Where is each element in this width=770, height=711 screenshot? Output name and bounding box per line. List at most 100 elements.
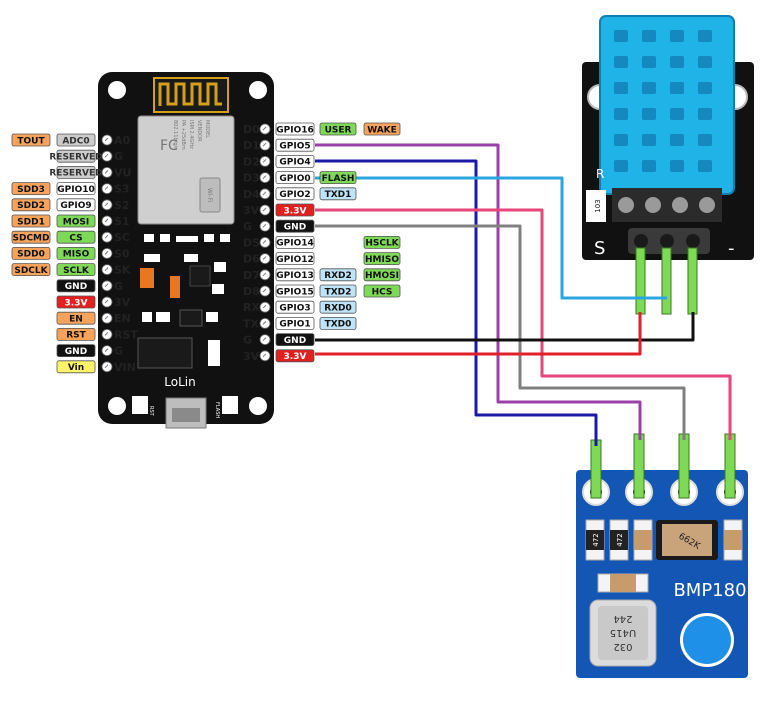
right-pin-name: G <box>243 220 252 233</box>
left-tag-inner-text: MISO <box>63 250 90 260</box>
left-tag-inner-box <box>56 263 96 277</box>
right-tag-gpio-box <box>275 219 315 233</box>
left-pin-name: SC <box>114 231 130 244</box>
wire-3v3-bmp-vcc <box>315 208 732 440</box>
dht-header-pin <box>672 197 688 213</box>
rst-button[interactable] <box>132 396 148 414</box>
smd-part <box>144 234 154 242</box>
pin-dot-mark <box>104 299 109 304</box>
left-tag-inner-box <box>56 279 96 293</box>
regulator-chip <box>189 265 211 287</box>
bmp-pin-gnd <box>590 439 602 499</box>
left-tag-inner-text: RESERVED <box>49 153 102 163</box>
dht-vent-slot <box>698 160 712 172</box>
left-tag-inner: EN <box>56 311 96 325</box>
left-pin-name: S0 <box>114 247 130 260</box>
left-tag-inner: ADC0 <box>56 133 96 147</box>
left-tag-outer-text: SDD1 <box>17 217 45 227</box>
right-tag-gpio: GPIO0 <box>275 171 315 185</box>
right-tag-func2-box <box>363 284 401 298</box>
bmp-resistor-2-label: 472 <box>616 533 624 546</box>
module-label-text: MODEL VENDOR ISM 2.4GHz PA +25dBm 802.11… <box>172 120 210 150</box>
left-tag-inner-box <box>56 327 96 341</box>
left-tag-inner-box <box>56 360 96 374</box>
pin-dot <box>259 123 271 135</box>
dht-vent-slot <box>642 160 656 172</box>
right-pin-name: 3V <box>243 204 260 217</box>
bmp-chip-line-3: 244 <box>613 613 632 624</box>
left-tag-inner: MISO <box>56 246 96 260</box>
dht-vent-slot <box>614 30 628 42</box>
right-tag-gpio-text: GPIO13 <box>276 271 314 281</box>
left-tag-inner: GND <box>56 279 96 293</box>
pin-dot <box>259 139 271 151</box>
right-tag-func1-box <box>319 187 357 201</box>
dht-vent-slot <box>614 82 628 94</box>
pin-dot <box>101 296 113 308</box>
rst-label: RST <box>148 406 154 417</box>
left-pin-name: 3V <box>114 296 131 309</box>
left-tag-inner-text: GND <box>65 347 87 357</box>
left-pin-name: S3 <box>114 183 130 196</box>
smd-part <box>144 254 160 262</box>
smd-part <box>184 254 198 262</box>
bmp-resistor-1-label: 472 <box>592 533 600 546</box>
left-tag-inner: CS <box>56 230 96 244</box>
bmp-chip-text: 032 U415 244 <box>610 613 636 652</box>
left-tag-outer: SDCMD <box>11 230 51 244</box>
left-tag-inner: GPIO9 <box>56 198 96 212</box>
left-tag-inner-box <box>56 214 96 228</box>
right-tag-gpio-text: 3.3V <box>284 352 307 362</box>
right-pin-name: 3V <box>243 350 260 363</box>
right-tag-func1-box <box>319 284 357 298</box>
left-tag-inner: RST <box>56 327 96 341</box>
dht-out-hole <box>660 234 674 248</box>
right-tag-gpio-text: GPIO3 <box>279 304 310 314</box>
left-tag-inner-text: GND <box>65 282 87 292</box>
dht-header-pin <box>645 197 661 213</box>
dht-vent-slot <box>614 134 628 146</box>
left-tag-inner-box <box>56 311 96 325</box>
dht-minus-label: - <box>728 238 735 259</box>
right-tag-gpio-box <box>275 316 315 330</box>
right-pin-name: D5 <box>243 236 260 249</box>
right-tag-gpio-box <box>275 300 315 314</box>
right-tag-gpio-box <box>275 203 315 217</box>
wire-3v3-dht-vcc <box>315 312 642 356</box>
bmp-regulator-body <box>662 524 712 556</box>
right-pin-name: D2 <box>243 155 260 168</box>
bmp-capacitor-3-body <box>610 574 636 592</box>
pin-dot <box>259 155 271 167</box>
right-tag-gpio-text: GPIO2 <box>279 190 310 200</box>
dht-out-hole <box>686 234 700 248</box>
right-tag-func1-text: RXD0 <box>324 304 352 314</box>
dht-resistor-label: 103 <box>594 199 602 212</box>
left-tag-inner: SCLK <box>56 263 96 277</box>
right-tag-func1: TXD2 <box>319 284 357 298</box>
smd-part <box>204 234 214 242</box>
right-tag-gpio: 3.3V <box>275 203 315 217</box>
left-tag-outer-text: SDD2 <box>17 201 45 211</box>
right-tag-func1-box <box>319 268 357 282</box>
dht-vent-slot <box>642 108 656 120</box>
right-tag-func1-text: TXD2 <box>325 287 352 297</box>
pin-dot <box>101 150 113 162</box>
right-tag-func2: WAKE <box>363 122 401 136</box>
left-tag-outer-text: SDD0 <box>17 250 45 260</box>
pin-dot <box>259 172 271 184</box>
right-tag-func2: HMISO <box>363 252 401 266</box>
left-pin-name: G <box>114 280 123 293</box>
bmp-pin-sda <box>633 433 645 499</box>
pin-dot <box>259 317 271 329</box>
right-tag-gpio: GND <box>275 219 315 233</box>
left-tag-inner-text: RESERVED <box>49 169 102 179</box>
bmp-pin-scl <box>678 433 690 499</box>
usb-uart-chip <box>137 337 193 369</box>
right-tag-gpio-box <box>275 268 315 282</box>
left-pin-name: VU <box>114 166 131 179</box>
right-tag-func1-text: FLASH <box>322 174 355 184</box>
flash-button[interactable] <box>222 396 238 414</box>
dht-s-label: S <box>594 238 605 259</box>
left-tag-outer-box <box>11 133 51 147</box>
